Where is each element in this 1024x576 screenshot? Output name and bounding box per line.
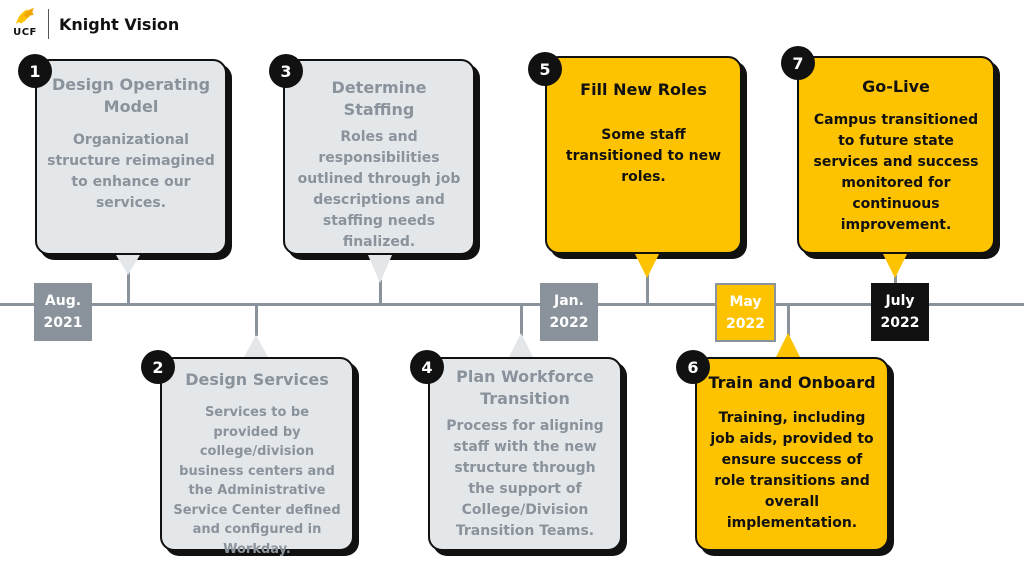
- date-month: Aug.: [44, 293, 82, 309]
- date-year: 2022: [549, 315, 589, 331]
- step-number-badge: 3: [269, 54, 303, 88]
- callout-pointer: [776, 333, 800, 357]
- callout-pointer: [635, 254, 659, 278]
- milestone-description: Some staff transitioned to new roles.: [565, 127, 722, 185]
- callout-pointer: [883, 254, 907, 278]
- milestone-card-1: Design Operating Model Organizational st…: [35, 59, 227, 255]
- step-number-badge: 4: [410, 350, 444, 384]
- date-marker-aug-2021: Aug. 2021: [34, 283, 92, 341]
- date-year: 2022: [726, 315, 765, 332]
- step-number-badge: 2: [141, 350, 175, 384]
- timeline-tick: [379, 280, 382, 303]
- logo-text: UCF: [13, 27, 37, 38]
- milestone-title: Determine Staffing: [331, 78, 427, 119]
- date-marker-july-2022: July 2022: [871, 283, 929, 341]
- date-year: 2021: [43, 315, 83, 331]
- date-year: 2022: [880, 315, 920, 331]
- milestone-description: Training, including job aids, provided t…: [710, 410, 874, 531]
- milestone-title: Fill New Roles: [580, 80, 707, 99]
- milestone-card-3: Determine Staffing Roles and responsibil…: [283, 59, 475, 255]
- timeline-tick: [787, 306, 790, 336]
- step-number-badge: 5: [528, 52, 562, 86]
- header-divider: [48, 9, 49, 39]
- timeline-tick: [127, 272, 130, 303]
- milestone-card-4: Plan Workforce Transition Process for al…: [428, 357, 622, 551]
- milestone-card-6: Train and Onboard Training, including jo…: [695, 357, 889, 551]
- milestone-description: Process for aligning staff with the new …: [446, 418, 604, 539]
- timeline-axis: [0, 303, 1024, 306]
- milestone-title: Design Operating Model: [51, 75, 211, 116]
- date-month: Jan.: [554, 293, 584, 309]
- milestone-description: Organizational structure reimagined to e…: [47, 132, 215, 211]
- date-marker-jan-2022: Jan. 2022: [540, 283, 598, 341]
- step-number-badge: 1: [18, 54, 52, 88]
- milestone-title: Plan Workforce Transition: [456, 367, 594, 408]
- milestone-description: Services to be provided by college/divis…: [173, 405, 341, 557]
- timeline-tick: [255, 306, 258, 336]
- callout-pointer: [244, 335, 268, 357]
- date-month: July: [885, 293, 915, 309]
- step-number-badge: 7: [781, 46, 815, 80]
- milestone-card-5: Fill New Roles Some staff transitioned t…: [545, 56, 742, 254]
- milestone-card-2: Design Services Services to be provided …: [160, 357, 354, 557]
- date-month: May: [729, 293, 762, 310]
- callout-pointer: [509, 333, 533, 357]
- callout-pointer: [116, 255, 140, 275]
- milestone-title: Design Services: [185, 370, 329, 389]
- date-marker-may-2022: May 2022: [715, 283, 776, 342]
- milestone-description: Roles and responsibilities outlined thro…: [297, 129, 461, 250]
- header: UCF Knight Vision: [8, 6, 179, 42]
- page-title: Knight Vision: [59, 14, 180, 34]
- milestone-card-7: Go-Live Campus transitioned to future st…: [797, 56, 995, 254]
- pegasus-icon: [16, 8, 34, 24]
- ucf-logo: UCF: [8, 6, 42, 42]
- callout-pointer: [368, 255, 392, 283]
- timeline-tick: [646, 272, 649, 303]
- step-number-badge: 6: [676, 350, 710, 384]
- milestone-title: Go-Live: [862, 77, 930, 96]
- timeline-tick: [520, 306, 523, 336]
- milestone-title: Train and Onboard: [708, 373, 876, 392]
- milestone-description: Campus transitioned to future state serv…: [813, 112, 979, 233]
